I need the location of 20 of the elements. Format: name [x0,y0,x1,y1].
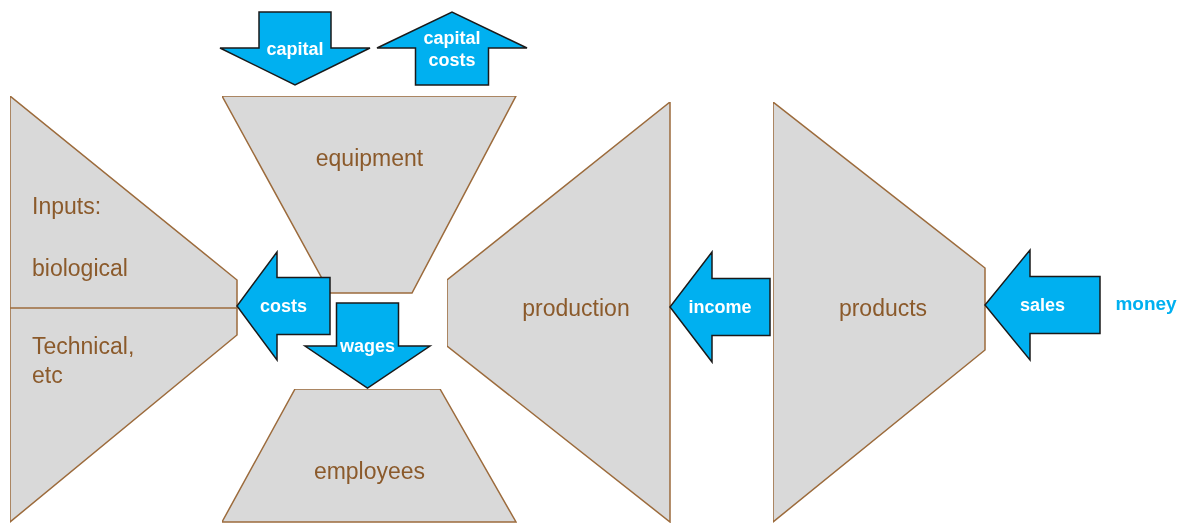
edge-label: income [687,296,753,318]
node-label: products [837,294,929,323]
node-label: production [521,294,631,323]
block-arrow [236,249,331,363]
block-arrow [669,249,771,365]
edge-label: wages [339,334,396,357]
node-label: Technical, etc [32,332,136,390]
edge-label: costs [259,295,308,317]
block-arrow [984,247,1101,363]
node-label: employees [312,457,427,486]
edge-label: capital costs [422,26,482,71]
edge-label: capital [265,37,325,60]
block-arrow [219,11,371,86]
block-arrow [376,11,528,86]
node-label: Inputs: [32,192,103,221]
node-label: biological [32,254,129,283]
node-label: equipment [314,144,425,173]
block-arrow [302,302,433,389]
edge-label: sales [1018,294,1066,316]
node-label: money [1114,292,1178,316]
